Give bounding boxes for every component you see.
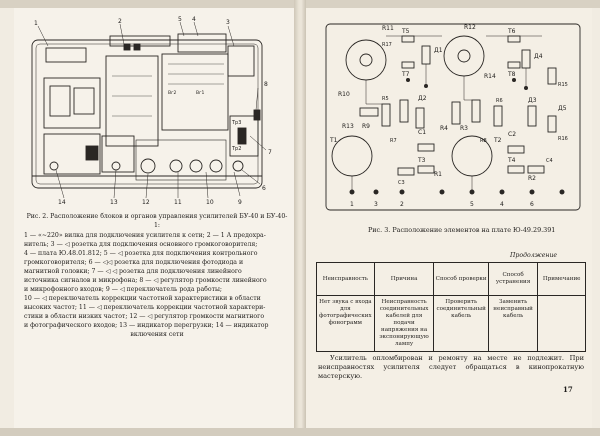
table-cell: Проверить соединительный кабель: [433, 295, 489, 352]
figure1-callout: 9: [238, 199, 242, 206]
table-header: Способ устранения: [487, 262, 539, 296]
board-label: R16: [558, 136, 568, 142]
board-label: Т8: [507, 71, 516, 78]
table-header: Неисправность: [316, 262, 375, 296]
right-page: [306, 8, 592, 430]
figure2-caption: Рис. 3. Расположение элементов на плате …: [368, 226, 556, 234]
figure1-callout: 7: [268, 149, 272, 156]
figure1-callout: 2: [118, 18, 122, 25]
board-label: R14: [484, 73, 496, 80]
figure1-inner-label: Тр2: [231, 146, 241, 152]
table-header-row: Неисправность Причина Способ проверки Сп…: [316, 262, 586, 296]
board-label: Д2: [418, 95, 427, 102]
board-label: R5: [382, 96, 389, 102]
figure1-caption-line: и фотографического входов; 13 — индикато…: [24, 322, 269, 329]
figure1-caption-line: нитель; 3 — ◁ розетка для подключения ос…: [24, 241, 258, 248]
board-label: С4: [546, 158, 553, 164]
board-label: Д3: [528, 97, 537, 104]
circuit-board-drawing: Т5 Т6 R12 R11 Д1 Д4 R14 R10 Т7 Т8 С1 С2 …: [325, 23, 581, 211]
figure1-callout: 4: [192, 16, 196, 23]
board-label: R10: [338, 91, 350, 98]
service-note: Усилитель опломбирован и ремонту на мест…: [318, 354, 584, 380]
figure1-inner-label: Вг1: [196, 90, 204, 96]
board-label: R6: [496, 98, 503, 104]
board-label: R1: [434, 171, 442, 178]
figure1-callout: 8: [264, 81, 268, 88]
amplifier-layout-drawing: 1 2 3 5 4 8 7 6 9 10 11 12 13 14 Тр2 Тр3…: [31, 16, 272, 206]
table-continuation-label: Продолжение: [510, 252, 558, 259]
table-header: Причина: [373, 262, 435, 296]
figure1-caption-line: источника сигналов и микрофона; 8 — ◁ ре…: [24, 277, 267, 284]
board-label: R4: [440, 125, 448, 132]
figure1-callout: 12: [142, 199, 150, 206]
figure1-callout: 6: [262, 185, 266, 192]
figure1-caption-title: Рис. 2. Расположение блоков и органов уп…: [26, 213, 288, 229]
board-label: R12: [464, 24, 476, 31]
board-pin-label: 6: [530, 201, 534, 208]
figure1-caption-line: 4 — плата Ю.48.01.812; 5 — ◁ розетка для…: [24, 250, 258, 257]
board-label: С2: [508, 131, 516, 138]
table-cell: Заменить неисправный кабель: [487, 295, 539, 352]
board-pin-label: 2: [400, 201, 404, 208]
scan-edge-bottom: [0, 428, 600, 436]
board-label: R9: [362, 123, 370, 130]
figure1-callout: 13: [110, 199, 118, 206]
table-header: Способ проверки: [433, 262, 489, 296]
board-label: С3: [398, 180, 405, 186]
figure1-callout: 3: [226, 19, 230, 26]
board-label: С1: [418, 129, 426, 136]
board-label: R2: [528, 175, 536, 182]
board-label: Т4: [507, 157, 516, 164]
table-row: Нет звука с входа для фотографических фо…: [316, 295, 586, 352]
board-label: R17: [382, 42, 392, 48]
figure1-callout: 1: [34, 20, 38, 27]
board-label: R8: [480, 138, 487, 144]
board-label: R15: [558, 82, 568, 88]
figure1-callout: 5: [178, 16, 182, 23]
board-label: Т3: [417, 157, 426, 164]
figure1-inner-label: Вг2: [168, 90, 176, 96]
board-pin-label: 5: [470, 201, 474, 208]
board-label: R7: [390, 138, 397, 144]
figure1-caption-line: включения сети: [130, 331, 184, 338]
figure1-caption-line: и микрофонного входов; 9 — ◁ переключате…: [24, 286, 223, 293]
board-label: R13: [342, 123, 354, 130]
board-label: Т2: [493, 137, 502, 144]
board-label: Д4: [534, 53, 543, 60]
board-label: R11: [382, 25, 394, 32]
board-label: Т7: [401, 71, 410, 78]
board-label: Д1: [434, 47, 443, 54]
figure1-caption-line: стики в области низких частот; 12 — ◁ ре…: [24, 313, 265, 320]
table-cell: Неисправность соединительных кабелей для…: [373, 295, 435, 352]
board-label: Т6: [507, 28, 516, 35]
board-label: Т5: [401, 28, 410, 35]
figure1-callout: 14: [58, 199, 66, 206]
board-label: R3: [460, 125, 468, 132]
table-cell: [537, 295, 586, 352]
figure1-inner-label: Тр3: [231, 120, 241, 126]
figure1-caption-line: магнитной головки; 7 — ◁ ◁ розетка для п…: [24, 268, 242, 275]
figure1-caption-line: громкоговорителя; 6 — ◁◁ розетка для под…: [24, 259, 244, 266]
table-header: Примечание: [537, 262, 586, 296]
figure1-callout: 11: [174, 199, 182, 206]
board-pin-label: 3: [374, 201, 378, 208]
troubleshooting-table: Неисправность Причина Способ проверки Сп…: [316, 262, 586, 352]
book-gutter: [294, 0, 306, 436]
board-pin-label: 4: [500, 201, 504, 208]
board-label: Д5: [558, 105, 567, 112]
table-cell: Нет звука с входа для фотографических фо…: [316, 295, 375, 352]
board-pin-label: 1: [350, 201, 354, 208]
page-number: 17: [563, 385, 573, 394]
figure1-caption-line: 1 — «~220» вилка для подключения усилите…: [24, 232, 266, 239]
figure1-callout: 10: [206, 199, 214, 206]
figure1-caption: Рис. 2. Расположение блоков и органов уп…: [24, 212, 290, 339]
figure1-caption-line: 10 — ◁ переключатель коррекции частотной…: [24, 295, 261, 302]
figure1-caption-line: высоких частот; 11 — ◁ переключатель кор…: [24, 304, 266, 311]
board-label: Т1: [329, 137, 338, 144]
